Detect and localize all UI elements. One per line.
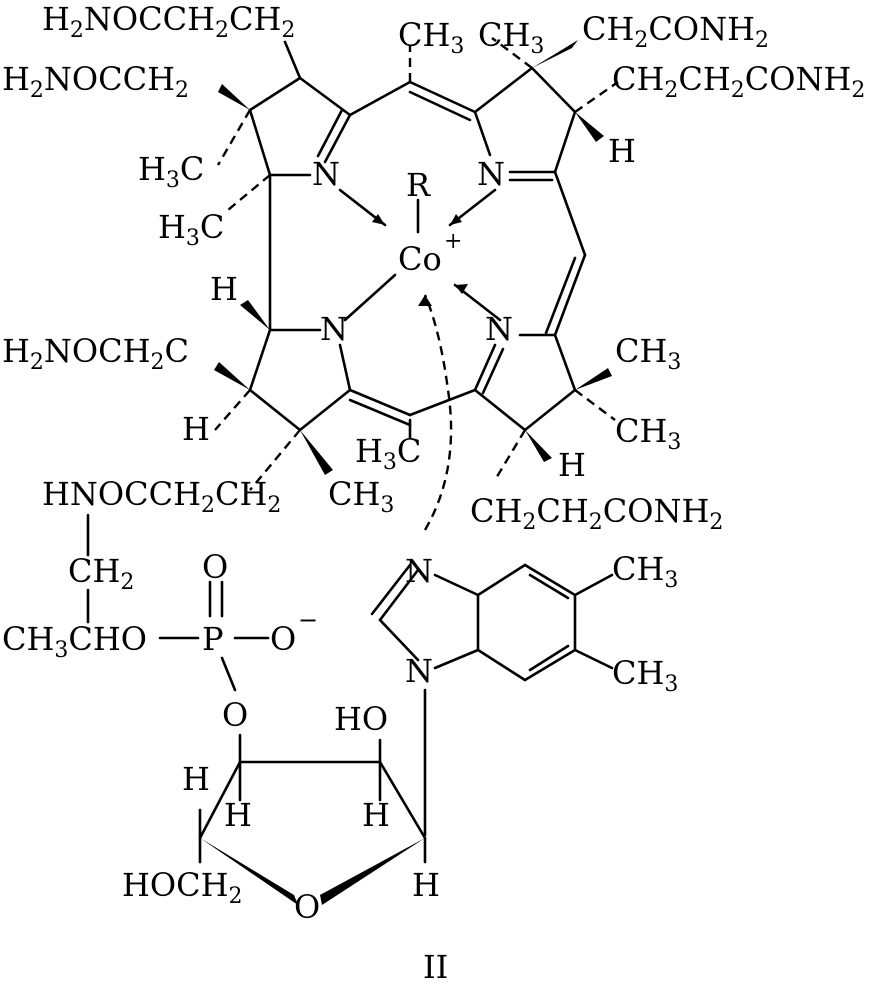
label-ch2ch2conh2-bottom: CH2​CH2​CONH2​ bbox=[470, 492, 723, 535]
label-phosphorus: P bbox=[202, 620, 224, 658]
label-ch3-ring-d: CH3​ bbox=[328, 475, 394, 518]
label-h2noch2c: H2​NOCH2​C bbox=[2, 332, 189, 375]
label-h2nocch2-left: H2​NOCCH2​ bbox=[2, 60, 189, 103]
label-n-ring-b: N bbox=[477, 155, 505, 193]
label-hoch2: HOCH2​ bbox=[122, 866, 243, 909]
label-h2nocch2ch2-top: H2​NOCCH2​CH2​ bbox=[42, 0, 295, 43]
label-h-ring-d2: H bbox=[182, 410, 210, 448]
label-n-ring-a: N bbox=[312, 155, 340, 193]
label-ch2ch2conh2-right: CH2​CH2​CONH2​ bbox=[612, 60, 865, 103]
label-h3c-b: H3​C bbox=[158, 208, 224, 251]
figure-caption: II bbox=[423, 948, 448, 983]
label-n-benz1: N bbox=[405, 552, 433, 590]
label-ch2-chain: CH2​ bbox=[68, 552, 134, 595]
label-h-ring-b: H bbox=[608, 132, 636, 170]
label-h-s2: H bbox=[224, 796, 252, 834]
label-o-minus: O bbox=[270, 620, 296, 658]
label-ch3-c1: CH3​ bbox=[615, 332, 681, 375]
label-h-s1: H bbox=[182, 760, 210, 798]
bonds bbox=[86, 37, 619, 864]
label-hnocch2ch2: HNOCCH2​CH2​ bbox=[42, 475, 281, 518]
label-cobalt-charge: + bbox=[444, 229, 462, 254]
label-ch3-benz2: CH3​ bbox=[612, 654, 678, 697]
label-minus: − bbox=[298, 606, 318, 634]
label-cobalt: Co bbox=[398, 240, 442, 278]
label-n-ring-c: N bbox=[485, 310, 513, 348]
label-ch2conh2-top: CH2​CONH2​ bbox=[582, 10, 769, 53]
label-h3c-a: H3​C bbox=[138, 150, 204, 193]
stereo-wedges bbox=[200, 40, 612, 905]
label-o-double: O bbox=[202, 548, 228, 586]
label-h-ring-d: H bbox=[210, 270, 238, 308]
label-h-s4: H bbox=[412, 866, 440, 904]
label-h-ring-c: H bbox=[558, 446, 586, 484]
label-ch3-top2: CH3​ bbox=[478, 16, 544, 59]
label-ho-sugar: HO bbox=[334, 700, 388, 738]
label-ch3cho: CH3​CHO bbox=[2, 620, 147, 663]
arrowheads bbox=[372, 214, 468, 306]
atom-labels: H2​NOCCH2​CH2​ H2​NOCCH2​ CH3​ CH3​ CH2​… bbox=[2, 0, 865, 926]
label-ch3-c2: CH3​ bbox=[615, 412, 681, 455]
label-o-ester: O bbox=[222, 696, 248, 734]
label-n-ring-d: N bbox=[320, 310, 348, 348]
label-h-s3: H bbox=[362, 796, 390, 834]
label-ch3-top: CH3​ bbox=[398, 16, 464, 59]
label-h3c-mid: H3​C bbox=[355, 432, 421, 475]
label-r-ligand: R bbox=[406, 166, 431, 204]
label-ch3-benz1: CH3​ bbox=[612, 550, 678, 593]
label-n-benz2: N bbox=[405, 652, 433, 690]
label-o-ring: O bbox=[294, 888, 320, 926]
